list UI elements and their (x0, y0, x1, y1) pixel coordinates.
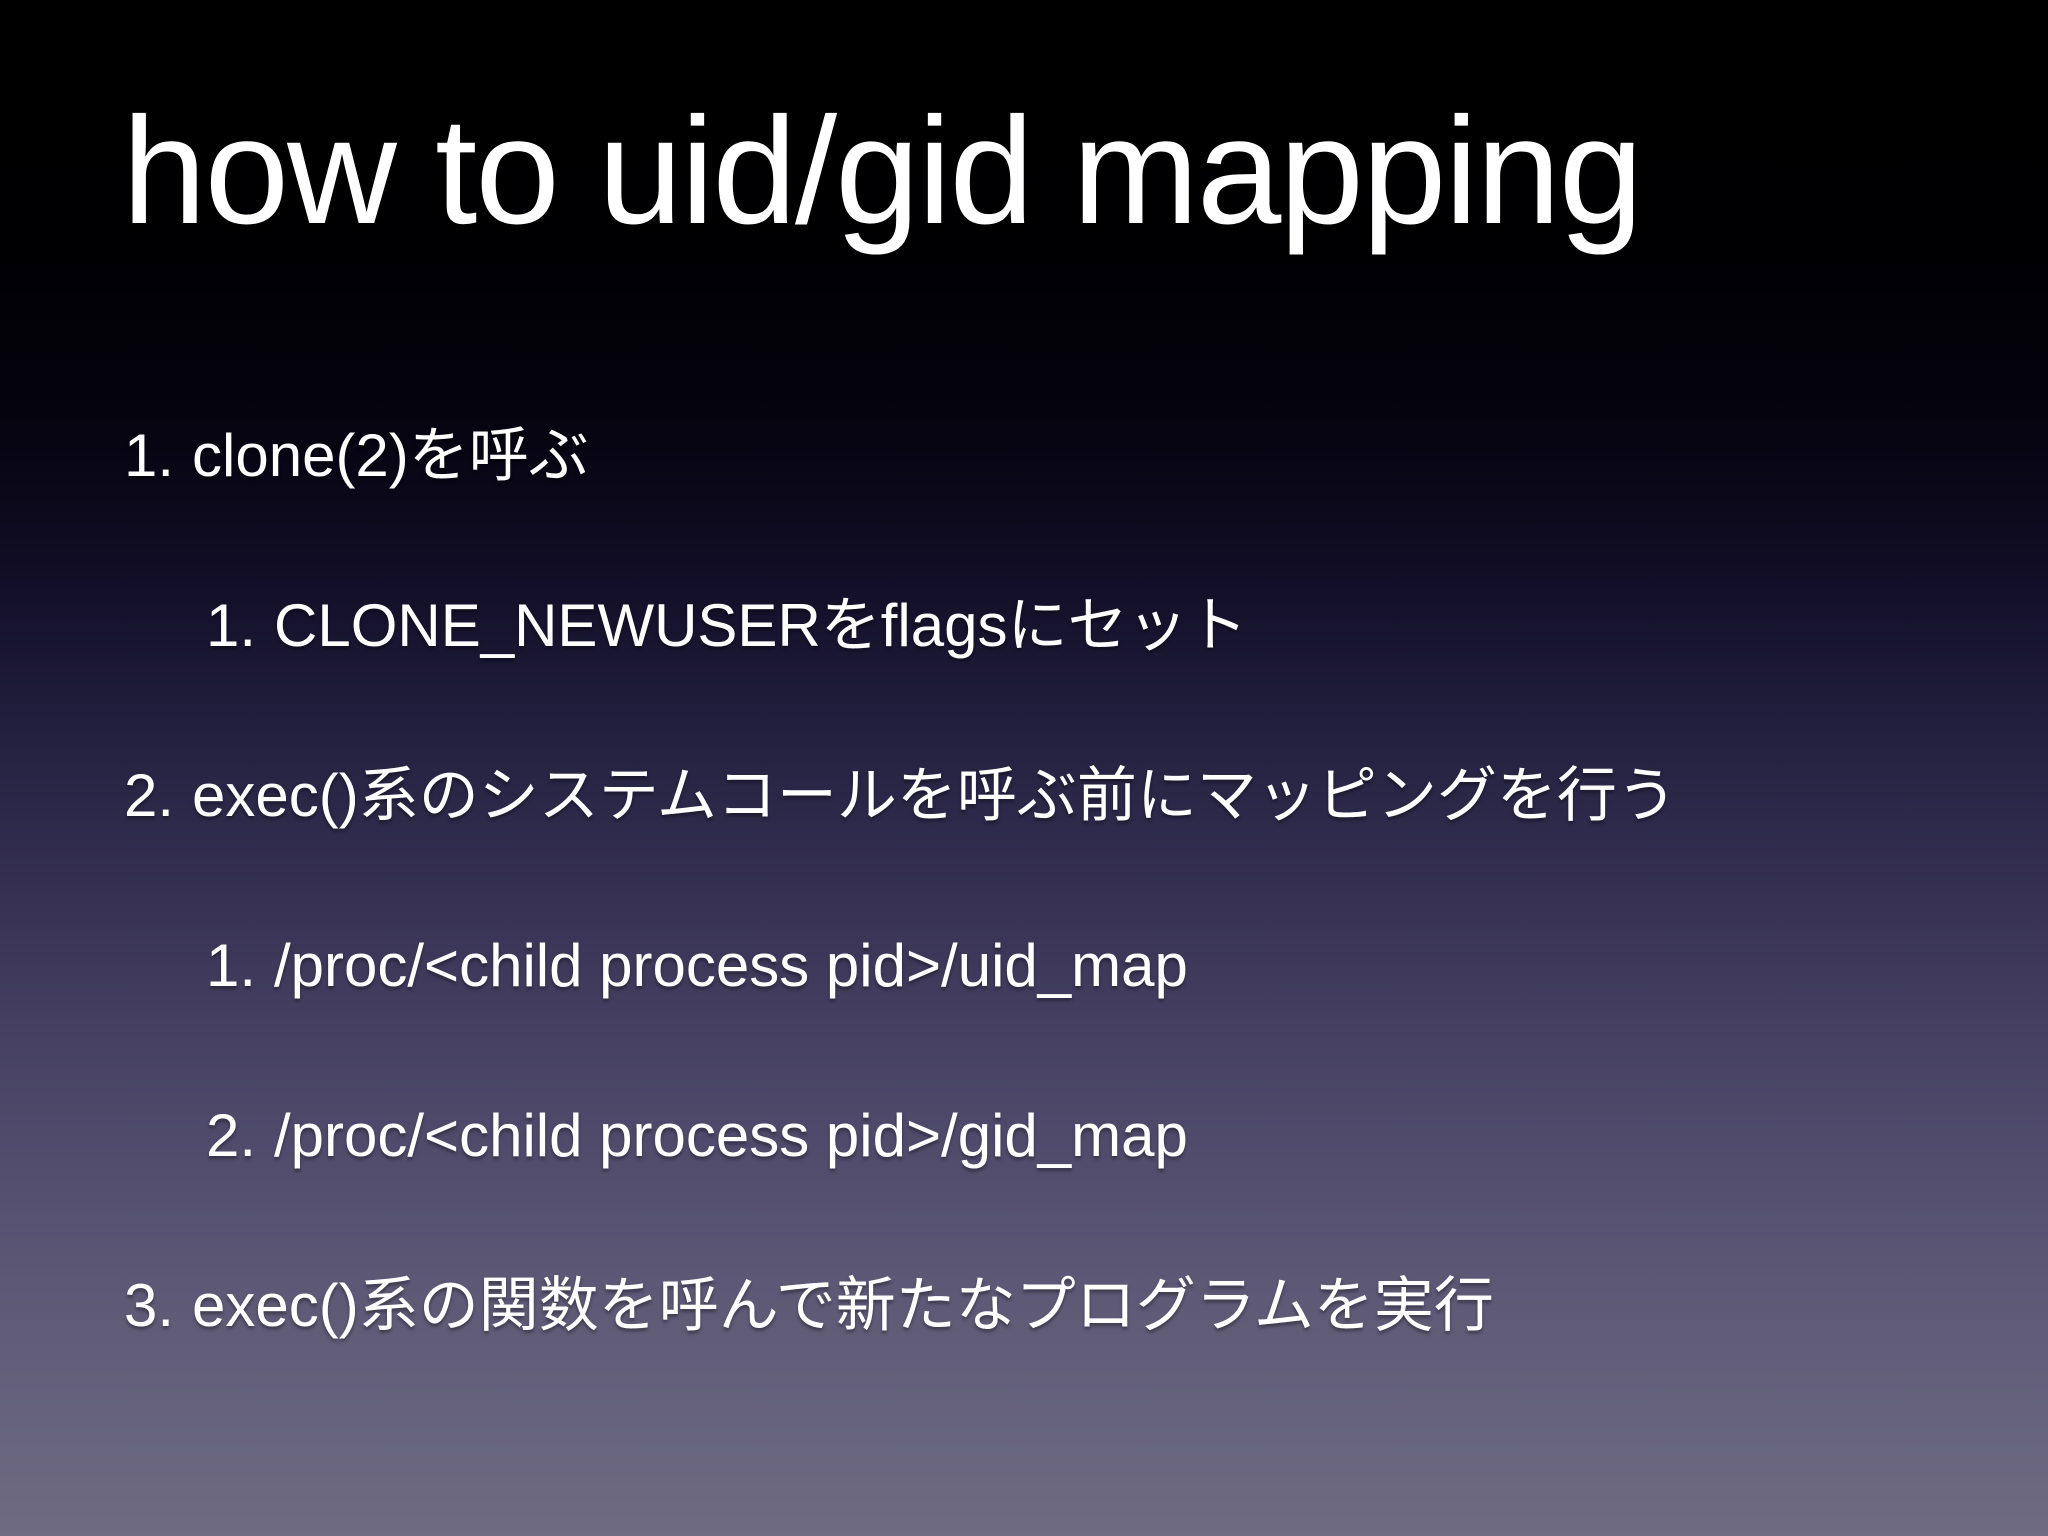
list-item-3: 3. exec()系の関数を呼んで新たなプログラムを実行 (0, 1268, 2048, 1438)
list-sub-item-2-2: 2. /proc/<child process pid>/gid_map (0, 1098, 2048, 1268)
list-sub-item-2-1-text: /proc/<child process pid>/uid_map (274, 932, 1188, 999)
list-item-2-marker: 2. (124, 762, 175, 829)
list-sub-item-2-2-text: /proc/<child process pid>/gid_map (274, 1102, 1188, 1169)
list-sub-item-2-1: 1. /proc/<child process pid>/uid_map (0, 928, 2048, 1098)
list-sub-item-1-1-text: CLONE_NEWUSERをflagsにセット (274, 592, 1248, 659)
list-item-1-text: clone(2)を呼ぶ (192, 422, 589, 489)
list-item-1-marker: 1. (124, 422, 175, 489)
numbered-list: 1. clone(2)を呼ぶ 1. CLONE_NEWUSERをflagsにセッ… (0, 418, 2048, 1438)
list-sub-item-2-1-marker: 1. (206, 932, 257, 999)
list-item-3-marker: 3. (124, 1272, 175, 1339)
list-sub-item-2-2-marker: 2. (206, 1102, 257, 1169)
list-item-3-text: exec()系の関数を呼んで新たなプログラムを実行 (192, 1272, 1494, 1339)
slide-title: how to uid/gid mapping (122, 86, 1643, 256)
list-item-2-text: exec()系のシステムコールを呼ぶ前にマッピングを行う (192, 762, 1677, 829)
list-item-2: 2. exec()系のシステムコールを呼ぶ前にマッピングを行う (0, 758, 2048, 928)
list-item-1: 1. clone(2)を呼ぶ (0, 418, 2048, 588)
list-sub-item-1-1-marker: 1. (206, 592, 257, 659)
list-sub-item-1-1: 1. CLONE_NEWUSERをflagsにセット (0, 588, 2048, 758)
